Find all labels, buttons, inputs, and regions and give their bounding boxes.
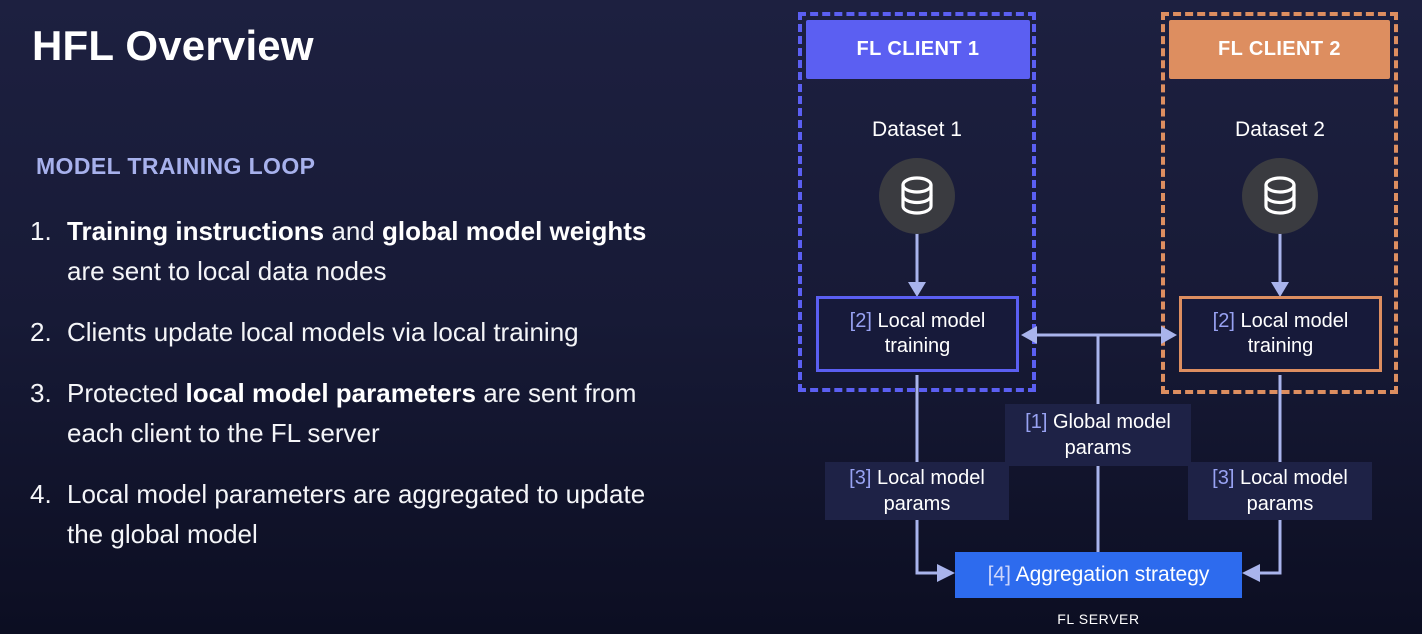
training-loop-list: 1. Training instructions and global mode… bbox=[30, 211, 760, 575]
dataset2-label: Dataset 2 bbox=[1235, 118, 1325, 141]
aggregation-strategy-box: [4] Aggregation strategy bbox=[955, 552, 1242, 598]
list-item-number: 3. bbox=[30, 378, 52, 408]
list-item: 4. Local model parameters are aggregated… bbox=[30, 474, 760, 554]
client2-local-training-label: [2] Local model training bbox=[1212, 310, 1349, 357]
list-item-number: 1. bbox=[30, 216, 52, 246]
global-model-params-label: [1] Global model params bbox=[1005, 404, 1191, 466]
dataset1-label: Dataset 1 bbox=[872, 118, 962, 141]
local-model-params-label-left: [3] Local model params bbox=[825, 462, 1009, 520]
list-item: 1. Training instructions and global mode… bbox=[30, 211, 760, 291]
client1-header: FL CLIENT 1 bbox=[806, 20, 1030, 79]
database-icon bbox=[901, 176, 933, 215]
client2-local-training-box: [2] Local model training bbox=[1179, 296, 1382, 372]
client1-local-training-label: [2] Local model training bbox=[849, 310, 986, 357]
dataset1-icon-circle bbox=[879, 158, 955, 234]
list-item-text: Protected local model parameters are sen… bbox=[67, 378, 637, 448]
section-heading: MODEL TRAINING LOOP bbox=[36, 153, 316, 179]
list-item-text: Clients update local models via local tr… bbox=[67, 317, 579, 347]
list-item-text: Training instructions and global model w… bbox=[67, 216, 647, 286]
list-item-number: 4. bbox=[30, 479, 52, 509]
client2-header: FL CLIENT 2 bbox=[1169, 20, 1390, 79]
dataset2-icon-circle bbox=[1242, 158, 1318, 234]
fl-server-label: FL SERVER bbox=[1057, 611, 1140, 627]
database-icon bbox=[1264, 176, 1296, 215]
list-item: 3. Protected local model parameters are … bbox=[30, 373, 760, 453]
client1-local-training-box: [2] Local model training bbox=[816, 296, 1019, 372]
federated-learning-diagram: FL CLIENT 1 Dataset 1 [2] Local model tr… bbox=[780, 0, 1422, 634]
local-model-params-label-right: [3] Local model params bbox=[1188, 462, 1372, 520]
list-item-number: 2. bbox=[30, 317, 52, 347]
page-title: HFL Overview bbox=[32, 22, 314, 69]
list-item-text: Local model parameters are aggregated to… bbox=[67, 479, 646, 549]
list-item: 2. Clients update local models via local… bbox=[30, 312, 760, 352]
